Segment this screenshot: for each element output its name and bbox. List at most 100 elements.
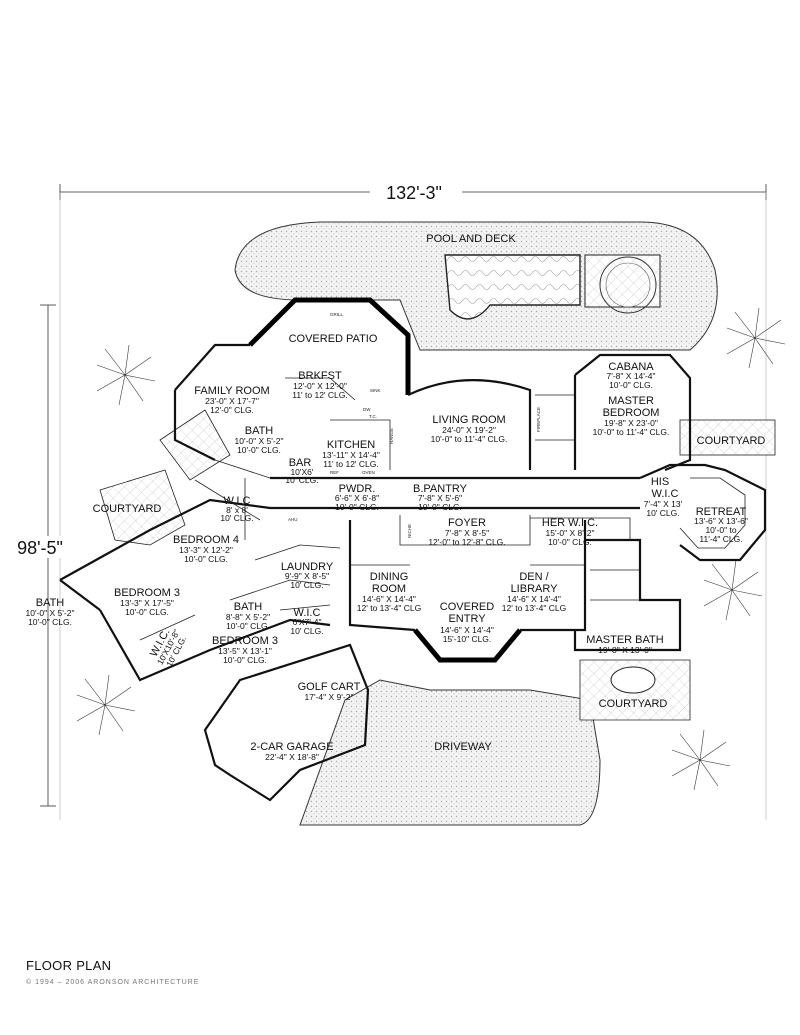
svg-text:15'-0" X 8'-2": 15'-0" X 8'-2" [546,528,595,538]
room-retreat: RETREAT 13'-6" X 13'-6" 10'-0" to 11'-4"… [694,506,748,544]
svg-text:10'-0" CLG.: 10'-0" CLG. [609,380,653,390]
svg-text:GOLF CART: GOLF CART [298,681,361,693]
svg-text:17'-4" X 9'-2": 17'-4" X 9'-2" [305,692,354,702]
svg-text:FOYER: FOYER [448,517,486,529]
room-bedroom-5: BEDROOM 3 13'-5" X 13'-1" 10'-0" CLG. [212,635,278,665]
svg-text:DINING: DINING [370,571,409,583]
room-b-pantry: B.PANTRY 7'-8" X 5'-6" 10'-0" CLG. [413,483,468,512]
svg-text:BAR: BAR [289,457,312,469]
svg-text:ENTRY: ENTRY [448,613,486,625]
svg-text:13'-5" X 13'-1": 13'-5" X 13'-1" [218,646,272,656]
svg-text:11' to 12' CLG.: 11' to 12' CLG. [323,459,379,469]
room-brkfst: BRKFST 12'-0" X 12'-0" 11' to 12' CLG. [292,370,348,400]
svg-text:LIVING ROOM: LIVING ROOM [432,414,505,426]
floor-plan-title: FLOOR PLAN [26,958,112,973]
svg-text:7'-4" X 13': 7'-4" X 13' [644,499,683,509]
svg-text:10'-0" CLG.: 10'-0" CLG. [418,502,462,512]
room-master-bath: MASTER BATH 19'-8" X 13'-0" [586,634,663,655]
svg-text:10'-0" CLG.: 10'-0" CLG. [28,617,72,627]
sink-label: SINK [370,388,381,393]
svg-text:12' to 13'-4" CLG: 12' to 13'-4" CLG [357,603,421,613]
svg-text:ROOM: ROOM [372,583,406,595]
svg-text:12'-0" to 12'-8" CLG.: 12'-0" to 12'-8" CLG. [428,537,505,547]
grill-label: GRILL [330,312,344,317]
room-golf-cart: GOLF CART 17'-4" X 9'-2" [298,681,361,702]
svg-text:BEDROOM 3: BEDROOM 3 [114,587,180,599]
room-den-library: DEN / LIBRARY 14'-6" X 14'-4" 12' to 13'… [502,571,566,613]
svg-text:11'-4" CLG.: 11'-4" CLG. [699,534,742,544]
svg-text:B.PANTRY: B.PANTRY [413,483,468,495]
fixture-labels: GRILL SINK DW REF OVEN RANGE FIREPLACE N… [288,312,541,538]
room-his-wic: HIS W.I.C 7'-4" X 13' 10' CLG. [644,476,683,518]
svg-text:10'-0" to 11'-4" CLG.: 10'-0" to 11'-4" CLG. [431,434,508,444]
svg-text:14'-6" X 14'-4": 14'-6" X 14'-4" [440,625,494,635]
room-wic-1: W.I.C 8' x 8' 10' CLG. [220,495,253,523]
room-bath-2: BATH 8'-8" X 5'-2" 10'-0" CLG. [226,601,270,631]
svg-text:W.I.C: W.I.C [652,488,679,500]
courtyard-bottom: COURTYARD [579,659,691,721]
svg-text:12'-0" X 12'-0": 12'-0" X 12'-0" [293,381,347,391]
courtyard-right-label: COURTYARD [697,435,766,447]
room-2-car-garage: 2-CAR GARAGE 22'-4" X 18'-8" [250,741,333,762]
svg-text:LAUNDRY: LAUNDRY [281,561,334,573]
courtyard-left: COURTYARD [93,409,231,546]
svg-text:13'-6" X 13'-6": 13'-6" X 13'-6" [694,516,748,526]
svg-text:14'-6" X 14'-4": 14'-6" X 14'-4" [362,594,416,604]
svg-text:BEDROOM 3: BEDROOM 3 [212,635,278,647]
svg-text:10'-0" CLG.: 10'-0" CLG. [226,621,270,631]
fireplace-label: FIREPLACE [536,407,541,432]
courtyard-right: COURTYARD [679,419,776,456]
svg-text:HIS: HIS [651,476,669,488]
svg-text:10'-0" to: 10'-0" to [705,525,736,535]
room-covered-patio: COVERED PATIO [289,333,378,345]
svg-text:19'-8" X 13'-0": 19'-8" X 13'-0" [598,645,652,655]
room-wic-3: W.I.C. 10'X10'-8" 10' CLG. [148,627,188,669]
room-pwdr: PWDR. 6'-6" X 6'-8" 10'-0" CLG. [335,483,379,512]
room-laundry: LAUNDRY 9'-9" X 8'-5" 10' CLG. [281,561,334,590]
interior-walls [139,377,640,641]
svg-text:6'-6" X 6'-8": 6'-6" X 6'-8" [335,493,379,503]
svg-text:10'-0" X 5'-2": 10'-0" X 5'-2" [235,436,284,446]
dw-label: DW [363,407,371,412]
svg-text:HER W.I.C.: HER W.I.C. [542,517,598,529]
ref-label: REF [330,470,339,475]
room-bedroom-4: BEDROOM 4 13'-3" X 12'-2" 10'-0" CLG. [173,534,239,564]
svg-text:8' x 8': 8' x 8' [226,505,248,515]
room-family-room: FAMILY ROOM 23'-0" X 17'-7" 12'-0" CLG. [194,385,269,415]
svg-text:8'-8" X 5'-2": 8'-8" X 5'-2" [226,612,270,622]
svg-text:12'-0" CLG.: 12'-0" CLG. [210,405,254,415]
svg-text:MASTER BATH: MASTER BATH [586,634,663,646]
svg-text:9'-9" X 8'-5": 9'-9" X 8'-5" [285,571,329,581]
svg-text:10'-0" CLG.: 10'-0" CLG. [223,655,267,665]
svg-text:11' to 12' CLG.: 11' to 12' CLG. [292,390,348,400]
svg-text:10' CLG.: 10' CLG. [290,626,323,636]
pool-deck-label: POOL AND DECK [426,233,516,245]
svg-text:10'-0" CLG.: 10'-0" CLG. [335,502,379,512]
room-covered-entry: COVERED ENTRY 14'-6" X 14'-4" 15'-10" CL… [440,601,494,644]
svg-text:10'-0" to 11'-4" CLG.: 10'-0" to 11'-4" CLG. [593,427,670,437]
ahu-label: AHU [288,517,298,522]
tc-label: T.C. [369,414,377,419]
svg-text:10'-0" CLG.: 10'-0" CLG. [184,554,228,564]
svg-text:DEN /: DEN / [519,571,549,583]
svg-text:10'-0" CLG.: 10'-0" CLG. [125,607,169,617]
svg-text:W.I.C: W.I.C [294,607,321,619]
svg-text:LIBRARY: LIBRARY [511,583,559,595]
overall-depth-label: 98'-5" [17,538,63,558]
courtyard-bottom-label: COURTYARD [599,698,668,710]
room-dining-room: DINING ROOM 14'-6" X 14'-4" 12' to 13'-4… [357,571,421,613]
svg-text:10'-0" X 5'-2": 10'-0" X 5'-2" [26,608,75,618]
svg-text:14'-6" X 14'-4": 14'-6" X 14'-4" [507,594,561,604]
svg-text:MASTER: MASTER [608,395,654,407]
svg-text:BATH: BATH [245,425,274,437]
svg-text:7'-8" X 8'-5": 7'-8" X 8'-5" [445,528,489,538]
svg-text:24'-0" X 19'-2": 24'-0" X 19'-2" [442,425,496,435]
niche-label: NICHE [407,524,412,538]
room-bedroom-3: BEDROOM 3 13'-3" X 17'-5" 10'-0" CLG. [114,587,180,617]
svg-text:13'-3" X 17'-5": 13'-3" X 17'-5" [120,598,174,608]
overall-width-label: 132'-3" [386,183,442,203]
svg-text:6'X7'-4": 6'X7'-4" [293,617,322,627]
svg-text:BATH: BATH [36,597,65,609]
driveway-label: DRIVEWAY [434,741,492,753]
svg-text:10'-0" CLG.: 10'-0" CLG. [548,537,592,547]
